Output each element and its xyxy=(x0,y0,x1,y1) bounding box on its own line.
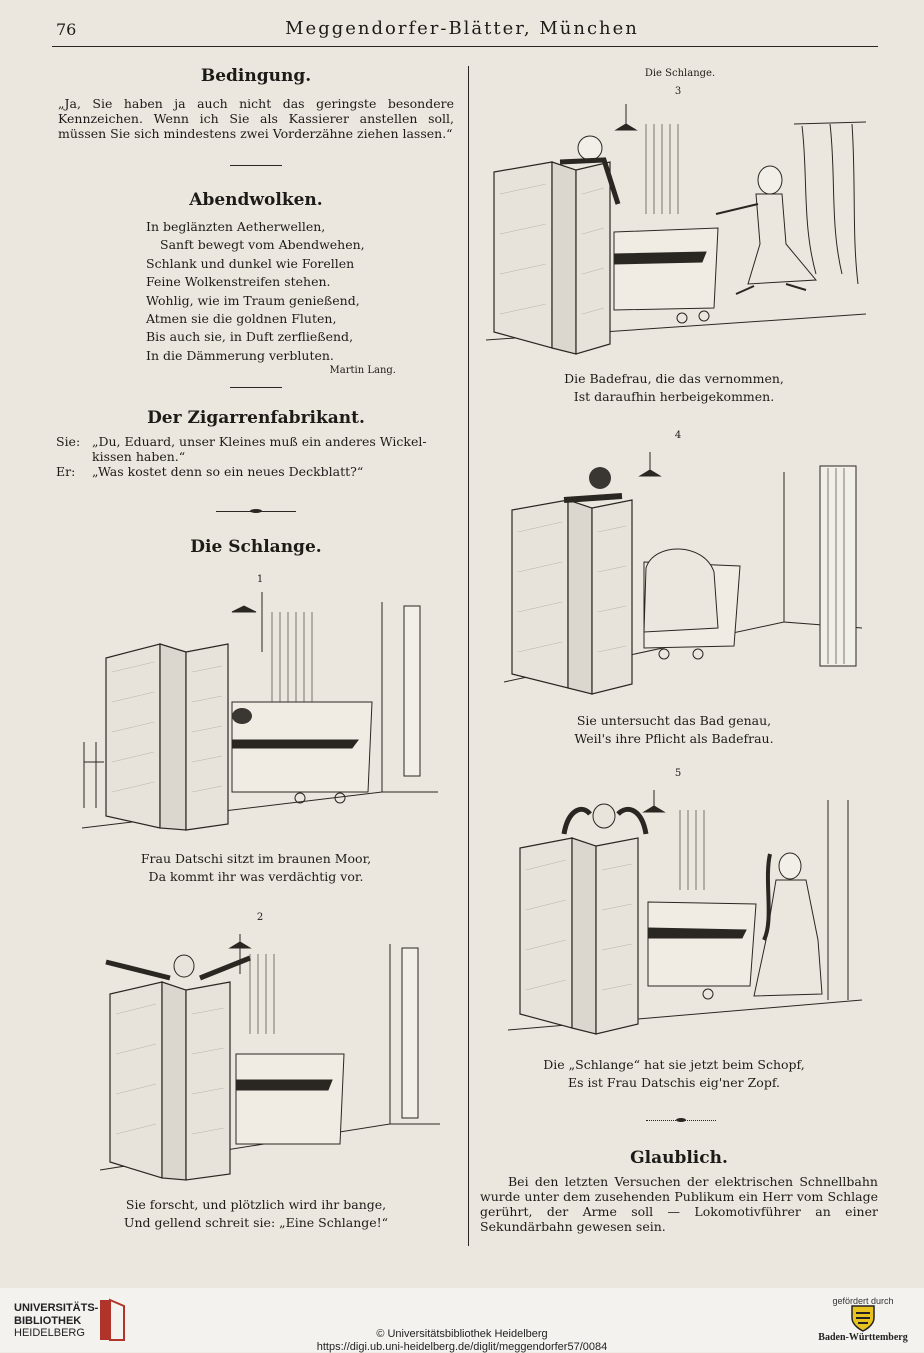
poem-line: Schlank und dunkel wie Forellen xyxy=(146,255,396,273)
panel-4-illustration xyxy=(504,452,862,696)
zigarren-title: Der Zigarrenfabrikant. xyxy=(56,408,456,428)
copyright-block: © Universitätsbibliothek Heidelberg http… xyxy=(0,1328,924,1353)
bedingung-text: „Ja, Sie haben ja auch nicht das gerings… xyxy=(56,96,456,141)
poem-line: Wohlig, wie im Traum genießend, xyxy=(146,292,396,310)
library-name-line: UNIVERSITÄTS- xyxy=(14,1302,98,1315)
caption-line: Die Badefrau, die das vernommen, xyxy=(474,370,874,388)
panel-2-illustration xyxy=(100,934,440,1184)
library-name-line: BIBLIOTHEK xyxy=(14,1315,98,1328)
caption-line: Ist daraufhin herbeigekommen. xyxy=(474,388,874,406)
caption-line: Da kommt ihr was verdächtig vor. xyxy=(56,868,456,886)
speaker-label: Sie: xyxy=(56,434,92,464)
glaublich-title: Glaublich. xyxy=(480,1148,878,1168)
copyright-text: © Universitätsbibliothek Heidelberg xyxy=(0,1328,924,1341)
poem-line: In die Dämmerung verbluten. xyxy=(146,347,396,365)
poem-line: Atmen sie die goldnen Fluten, xyxy=(146,310,396,328)
viewer-footer: UNIVERSITÄTS- BIBLIOTHEK HEIDELBERG © Un… xyxy=(0,1288,924,1352)
bedingung-title: Bedingung. xyxy=(56,66,456,86)
panel-3-illustration xyxy=(486,104,866,356)
poem-author: Martin Lang. xyxy=(146,365,396,377)
poem-line: Sanft bewegt vom Abendwehen, xyxy=(146,236,396,254)
column-divider xyxy=(468,66,469,1246)
poem-line: Feine Wolkenstreifen stehen. xyxy=(146,273,396,291)
panel-number: 3 xyxy=(648,86,708,97)
dialogue-line: Er: „Was kostet denn so ein neues Deckbl… xyxy=(56,464,456,479)
zigarren-dialogue: Sie: „Du, Eduard, unser Kleines muß ein … xyxy=(56,434,456,479)
caption-line: Es ist Frau Datschis eig'ner Zopf. xyxy=(474,1074,874,1092)
ornamental-rule xyxy=(216,509,296,515)
permalink[interactable]: https://digi.ub.uni-heidelberg.de/diglit… xyxy=(0,1341,924,1353)
dialogue-text: „Was kostet denn so ein neues Deckblatt?… xyxy=(92,464,363,479)
left-column-text: Bedingung. „Ja, Sie haben ja auch nicht … xyxy=(56,66,456,557)
separator-rule xyxy=(230,387,282,388)
panel-number: 1 xyxy=(230,574,290,585)
panel-5-caption: Die „Schlange“ hat sie jetzt beim Schopf… xyxy=(474,1056,874,1092)
panel-1-illustration xyxy=(82,592,438,838)
caption-line: Frau Datschi sitzt im braunen Moor, xyxy=(56,850,456,868)
abendwolken-poem: In beglänzten Aetherwellen, Sanft bewegt… xyxy=(146,218,396,377)
panel-4-caption: Sie untersucht das Bad genau, Weil's ihr… xyxy=(474,712,874,748)
newspaper-page: 76 Meggendorfer-Blätter, München Bedingu… xyxy=(0,0,924,1288)
caption-line: Sie forscht, und plötzlich wird ihr bang… xyxy=(56,1196,456,1214)
glaublich-section: Glaublich. Bei den letzten Versuchen der… xyxy=(480,1148,878,1234)
glaublich-text: Bei den letzten Versuchen der elektrisch… xyxy=(480,1174,878,1234)
poem-line: In beglänzten Aetherwellen, xyxy=(146,218,396,236)
speaker-label: Er: xyxy=(56,464,92,479)
panel-number: 5 xyxy=(648,768,708,779)
sponsor-name: Baden-Württemberg xyxy=(808,1332,918,1343)
panel-number: 2 xyxy=(230,912,290,923)
caption-line: Die „Schlange“ hat sie jetzt beim Schopf… xyxy=(474,1056,874,1074)
header-rule xyxy=(52,46,878,47)
caption-line: Weil's ihre Pflicht als Badefrau. xyxy=(474,730,874,748)
panel-3-caption: Die Badefrau, die das vernommen, Ist dar… xyxy=(474,370,874,406)
dialogue-text: „Du, Eduard, unser Kleines muß ein ander… xyxy=(92,434,456,464)
caption-line: Und gellend schreit sie: „Eine Schlange!… xyxy=(56,1214,456,1232)
schlange-small-title: Die Schlange. xyxy=(640,68,720,79)
panel-number: 4 xyxy=(648,430,708,441)
panel-5-illustration xyxy=(508,790,862,1040)
separator-rule xyxy=(230,165,282,166)
running-title: Meggendorfer-Blätter, München xyxy=(0,18,924,39)
schlange-title: Die Schlange. xyxy=(56,537,456,557)
panel-1-caption: Frau Datschi sitzt im braunen Moor, Da k… xyxy=(56,850,456,886)
caption-line: Sie untersucht das Bad genau, xyxy=(474,712,874,730)
coat-of-arms-icon xyxy=(848,1304,878,1332)
dialogue-line: Sie: „Du, Eduard, unser Kleines muß ein … xyxy=(56,434,456,464)
abendwolken-title: Abendwolken. xyxy=(56,190,456,210)
panel-2-caption: Sie forscht, und plötzlich wird ihr bang… xyxy=(56,1196,456,1232)
poem-line: Bis auch sie, in Duft zerfließend, xyxy=(146,328,396,346)
ornamental-rule xyxy=(646,1118,716,1124)
